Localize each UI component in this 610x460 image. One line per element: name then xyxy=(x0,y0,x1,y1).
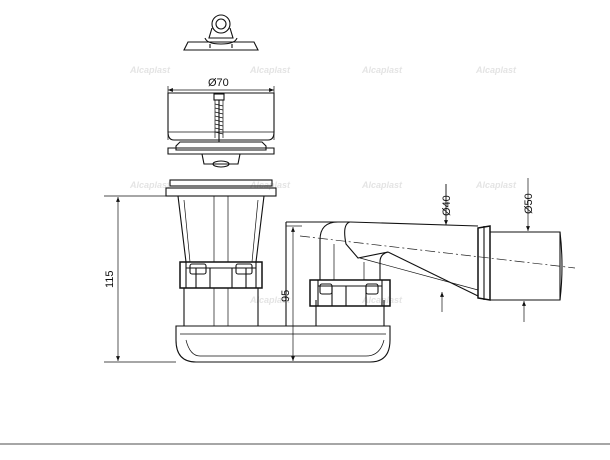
dim-height-total-label: 115 xyxy=(104,270,116,288)
outlet-riser xyxy=(285,221,391,326)
dimension-diameter-large: Ø50 xyxy=(522,178,535,322)
trap-body xyxy=(177,195,265,326)
stopper-plug xyxy=(183,14,259,51)
strainer-grate xyxy=(167,92,275,142)
trap-bowl xyxy=(175,325,391,363)
dimension-height-inner: 95 xyxy=(280,225,302,361)
dim-diameter-top-label: Ø70 xyxy=(208,77,229,89)
dim-diameter-small-label: Ø40 xyxy=(441,195,453,216)
watermark-1: Alcaplast xyxy=(129,65,171,75)
watermark-3: Alcaplast xyxy=(361,65,403,75)
dimension-diameter-small: Ø40 xyxy=(440,184,453,312)
outlet-pipe xyxy=(344,221,563,301)
dim-diameter-large-label: Ø50 xyxy=(523,193,535,214)
dim-height-inner-label: 95 xyxy=(280,290,292,302)
watermark-9: Alcaplast xyxy=(249,295,291,305)
watermark-4: Alcaplast xyxy=(475,65,517,75)
watermarks: Alcaplast Alcaplast Alcaplast Alcaplast … xyxy=(129,65,517,305)
dimension-diameter-top: Ø70 xyxy=(167,77,275,140)
watermark-6: Alcaplast xyxy=(249,180,291,190)
flange-washers xyxy=(167,141,275,168)
watermark-7: Alcaplast xyxy=(361,180,403,190)
watermark-2: Alcaplast xyxy=(249,65,291,75)
watermark-8: Alcaplast xyxy=(475,180,517,190)
watermark-5: Alcaplast xyxy=(129,180,171,190)
dimension-height-total: 115 xyxy=(104,195,178,363)
center-line xyxy=(299,235,576,269)
